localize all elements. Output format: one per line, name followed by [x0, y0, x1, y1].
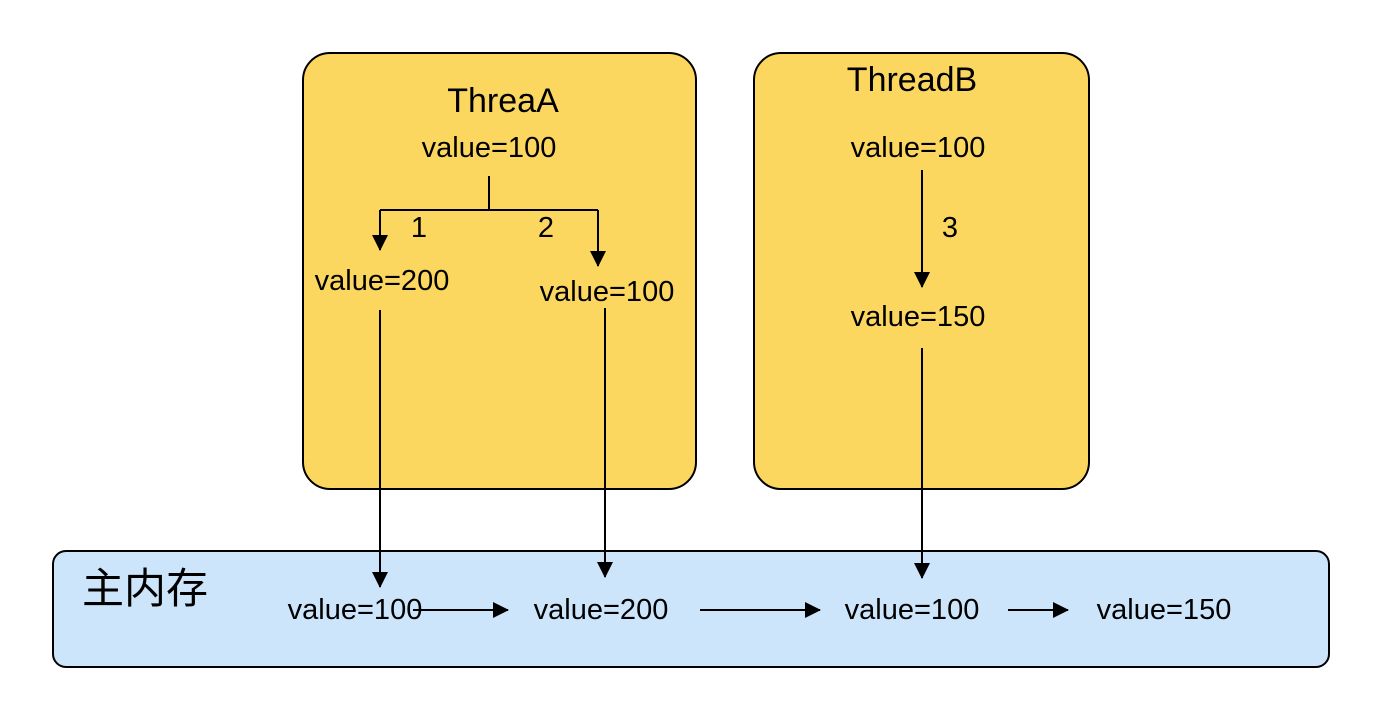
thread-a-branch-1-result: value=200 — [314, 265, 450, 297]
main-memory-label: 主内存 — [82, 565, 209, 612]
memory-value-2: value=200 — [533, 594, 669, 626]
memory-value-3: value=100 — [844, 594, 980, 626]
thread-a-branch-2-result: value=100 — [539, 276, 675, 308]
thread-a-initial-value: value=100 — [421, 132, 557, 164]
memory-value-1: value=100 — [287, 594, 423, 626]
thread-b-step-3-label: 3 — [941, 212, 959, 244]
thread-b-title: ThreadB — [846, 61, 978, 99]
thread-b-box — [753, 52, 1090, 490]
thread-a-branch-2-label: 2 — [537, 212, 555, 244]
thread-a-box — [302, 52, 697, 490]
memory-value-4: value=150 — [1096, 594, 1232, 626]
thread-a-title: ThreaA — [447, 82, 559, 120]
thread-b-initial-value: value=100 — [850, 132, 986, 164]
main-memory-box — [52, 550, 1330, 668]
thread-a-branch-1-label: 1 — [410, 212, 428, 244]
thread-b-result: value=150 — [850, 301, 986, 333]
